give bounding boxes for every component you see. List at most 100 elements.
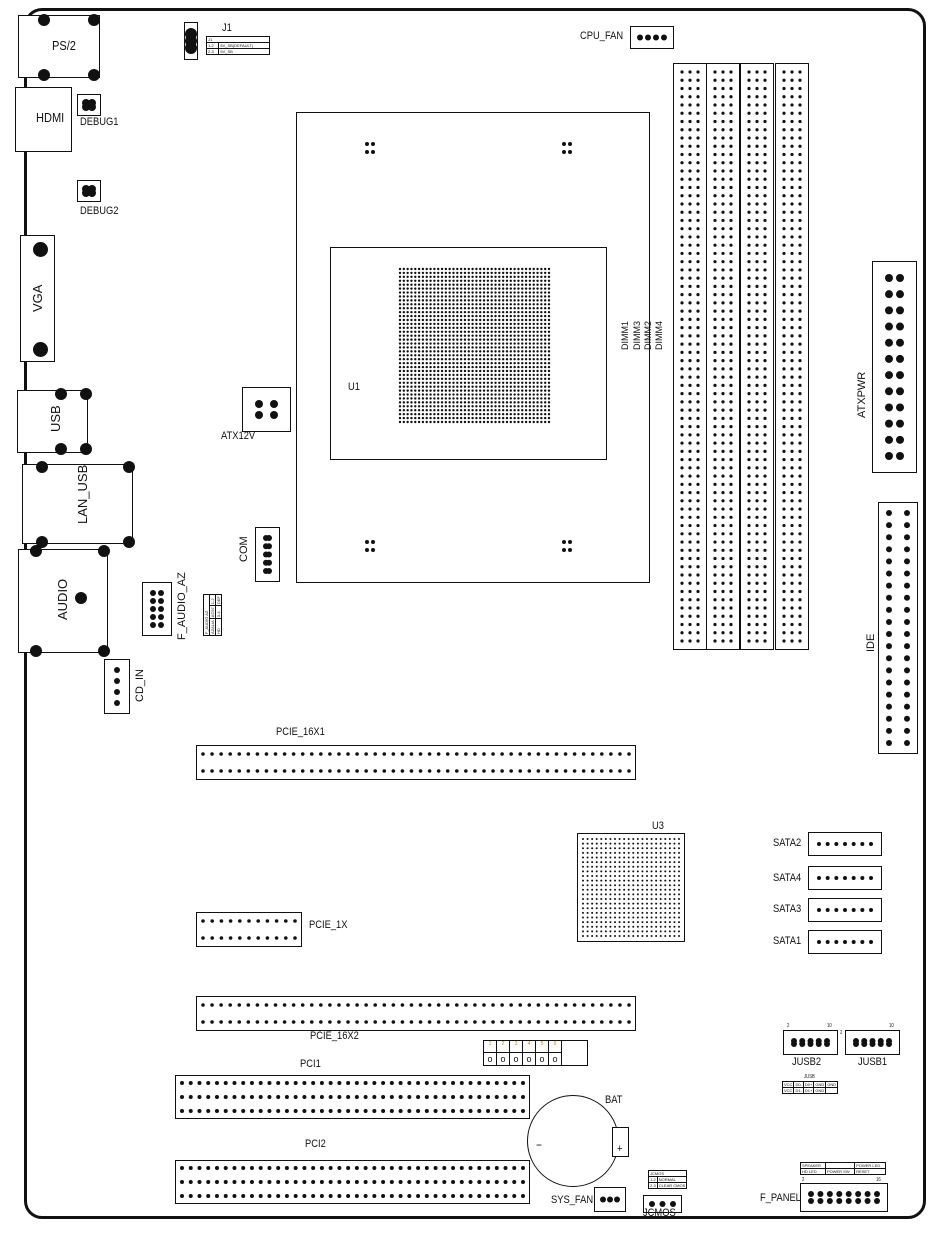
pin <box>582 884 584 887</box>
pin <box>433 342 436 345</box>
pin <box>521 389 524 392</box>
pin <box>417 385 421 388</box>
pin <box>591 874 594 877</box>
pin <box>614 921 616 924</box>
pin <box>381 1180 386 1184</box>
pin <box>627 902 630 905</box>
pin <box>790 95 794 99</box>
pin <box>479 299 482 302</box>
pin <box>543 373 547 377</box>
pin <box>501 322 505 326</box>
pin <box>782 161 786 165</box>
pin <box>517 381 520 384</box>
pin <box>498 295 501 298</box>
pin <box>696 482 700 486</box>
pin <box>543 287 547 290</box>
pin <box>729 78 733 82</box>
pin <box>486 401 490 404</box>
pin <box>547 350 551 353</box>
pin <box>524 381 528 384</box>
pin <box>463 307 467 310</box>
pin <box>501 361 505 365</box>
pin <box>763 86 767 91</box>
pin <box>798 251 802 256</box>
pin <box>274 919 279 923</box>
pin <box>747 309 751 313</box>
pin <box>798 416 802 420</box>
pin <box>755 251 759 256</box>
pin <box>237 1020 242 1024</box>
pin <box>790 260 794 264</box>
pin <box>636 921 639 924</box>
pin <box>284 1194 289 1198</box>
pin <box>206 1095 211 1099</box>
pin <box>755 284 759 289</box>
pin <box>886 679 892 686</box>
pin <box>591 925 594 928</box>
pin <box>406 318 409 322</box>
pin <box>437 412 440 416</box>
pin <box>463 416 467 420</box>
pin <box>688 392 692 396</box>
pin <box>637 34 643 41</box>
pin <box>456 385 459 388</box>
pin <box>678 916 680 919</box>
pin <box>782 293 786 297</box>
pin <box>440 393 444 396</box>
pin <box>798 350 802 354</box>
pin <box>696 433 700 437</box>
pin <box>400 769 405 773</box>
pin <box>755 589 759 594</box>
pin <box>459 412 463 416</box>
pin <box>452 350 455 353</box>
pin <box>421 342 425 345</box>
pin <box>293 1194 298 1198</box>
pin <box>406 416 409 420</box>
pin <box>410 389 413 392</box>
pin <box>886 667 892 674</box>
pin <box>790 218 794 223</box>
pin <box>524 287 528 290</box>
pin <box>721 284 725 289</box>
pin <box>440 354 444 357</box>
pin <box>886 522 892 529</box>
pin <box>680 622 684 627</box>
pin <box>790 614 794 618</box>
pin <box>688 194 692 198</box>
pin <box>433 369 436 373</box>
pin <box>513 287 516 290</box>
pin <box>490 385 493 388</box>
pin <box>402 318 406 322</box>
pin <box>406 354 409 357</box>
pin <box>406 409 409 412</box>
pin <box>429 420 432 424</box>
pci1-slot <box>175 1075 530 1119</box>
pin <box>475 420 478 424</box>
pin <box>255 400 263 408</box>
pin <box>586 884 589 887</box>
pin <box>398 416 402 420</box>
pin <box>421 354 425 357</box>
pin <box>521 409 524 412</box>
pin <box>747 185 751 190</box>
pin <box>444 409 448 412</box>
atxpwr-label: ATXPWR <box>856 371 868 418</box>
pin <box>201 752 205 756</box>
pin <box>293 919 297 923</box>
pin <box>646 907 648 910</box>
pin <box>456 283 459 286</box>
pin <box>688 185 692 190</box>
pin <box>696 103 700 107</box>
pin <box>482 373 486 377</box>
pin <box>475 322 478 326</box>
pin <box>402 361 406 365</box>
pin <box>680 457 684 462</box>
hdmi-label: HDMI <box>36 110 65 125</box>
pin <box>444 307 448 310</box>
pin <box>459 275 463 279</box>
pin <box>782 499 786 503</box>
pin <box>747 540 751 544</box>
pin <box>729 482 733 486</box>
pin <box>713 614 717 618</box>
